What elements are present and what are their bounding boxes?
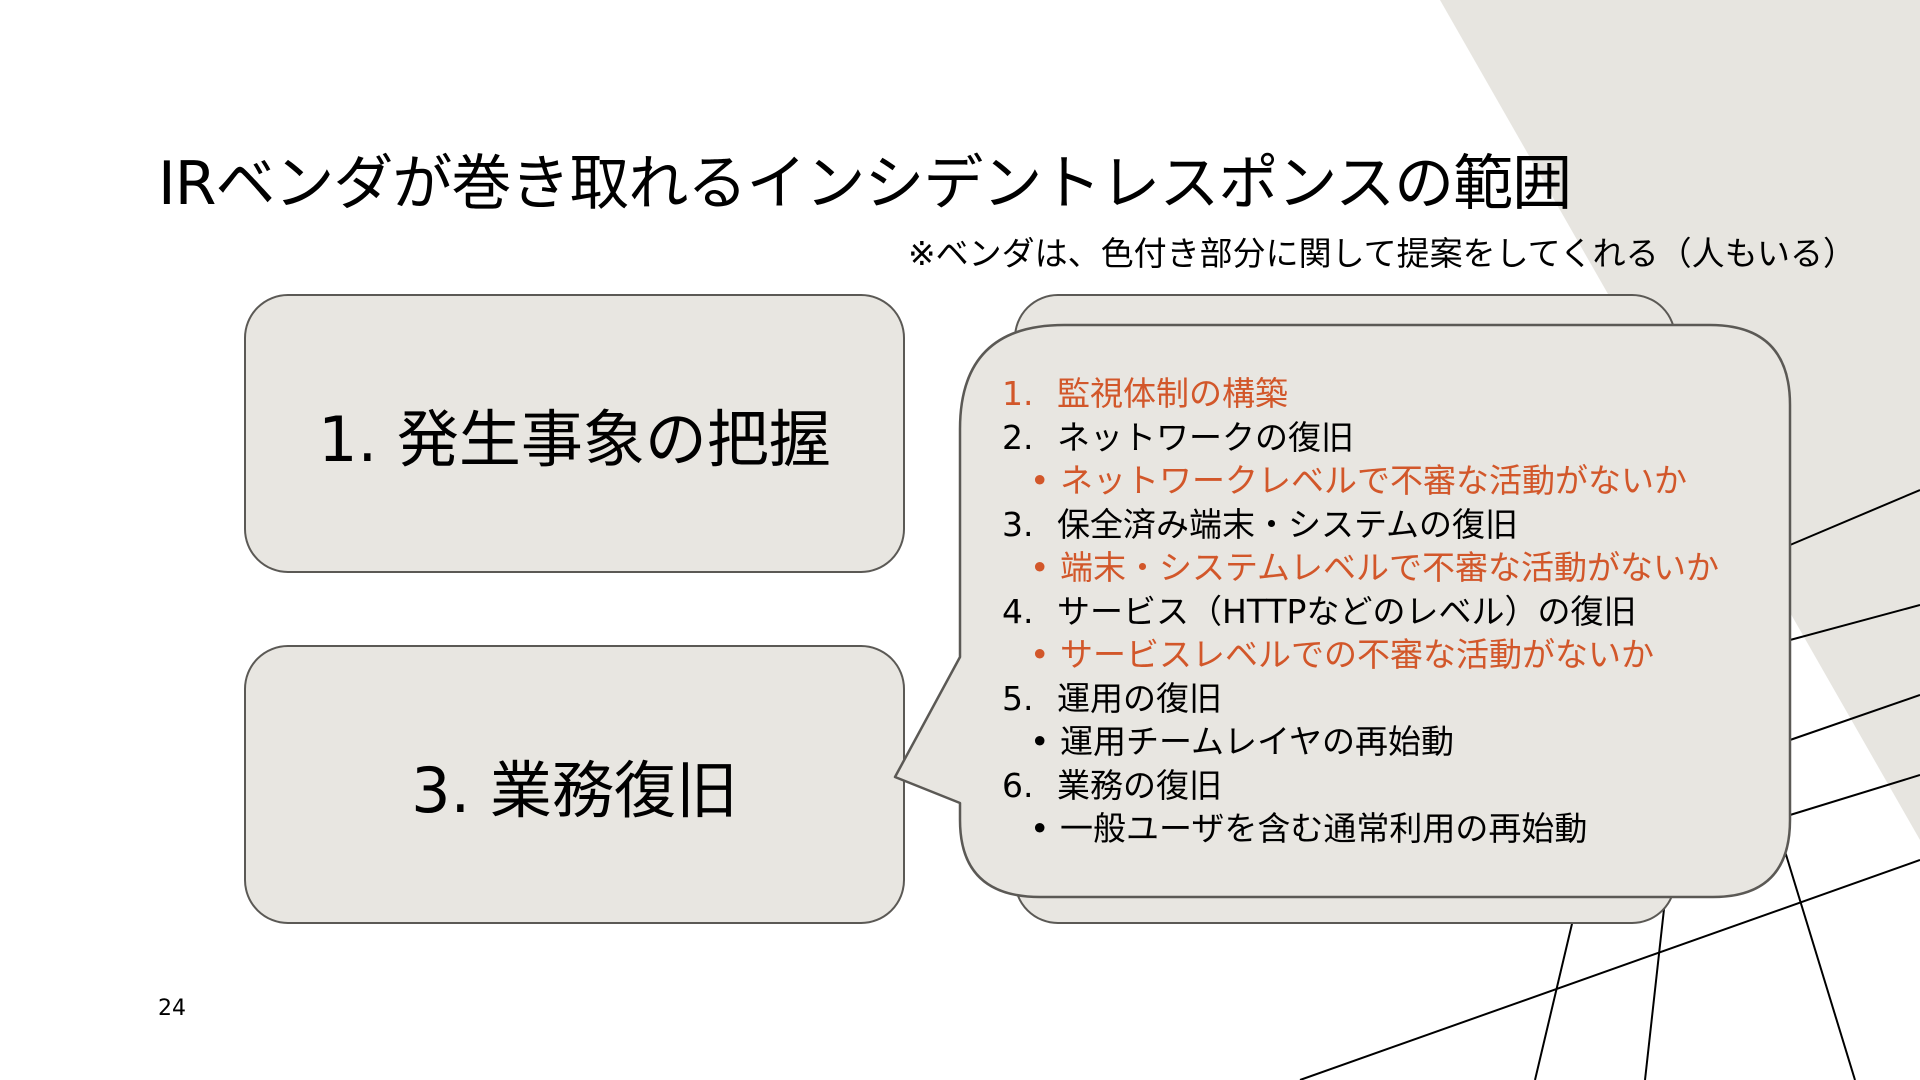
- list-subitem: •一般ユーザを含む通常利用の再始動: [1030, 809, 1588, 848]
- box-situation-assessment: 1. 発生事象の把握: [244, 294, 905, 573]
- list-subitem: •端末・システムレベルで不審な活動がないか: [1030, 548, 1720, 587]
- list-item: 5.運用の復旧: [1002, 678, 1222, 718]
- recovery-steps-list: 1.監視体制の構築 2.ネットワークの復旧 •ネットワークレベルで不審な活動がな…: [1002, 372, 1782, 851]
- list-item: 6.業務の復旧: [1002, 765, 1222, 805]
- decorative-lines: [1299, 489, 1920, 1080]
- box-business-recovery: 3. 業務復旧: [244, 645, 905, 924]
- list-subitem: •運用チームレイヤの再始動: [1030, 722, 1455, 761]
- box-situation-assessment-label: 1. 発生事象の把握: [318, 402, 831, 476]
- list-subitem: •ネットワークレベルで不審な活動がないか: [1030, 461, 1687, 500]
- box-business-recovery-label: 3. 業務復旧: [411, 753, 738, 827]
- list-item: 3.保全済み端末・システムの復旧: [1002, 504, 1519, 544]
- list-item: 1.監視体制の構築: [1002, 374, 1288, 413]
- page-number: 24: [158, 996, 186, 1021]
- slide-title: IRベンダが巻き取れるインシデントレスポンスの範囲: [158, 149, 1572, 219]
- list-subitem: •サービスレベルでの不審な活動がないか: [1030, 635, 1654, 674]
- list-item: 2.ネットワークの復旧: [1002, 417, 1354, 457]
- list-item: 4.サービス（HTTPなどのレベル）の復旧: [1002, 591, 1637, 631]
- slide-note: ※ベンダは、色付き部分に関して提案をしてくれる（人もいる）: [907, 234, 1856, 273]
